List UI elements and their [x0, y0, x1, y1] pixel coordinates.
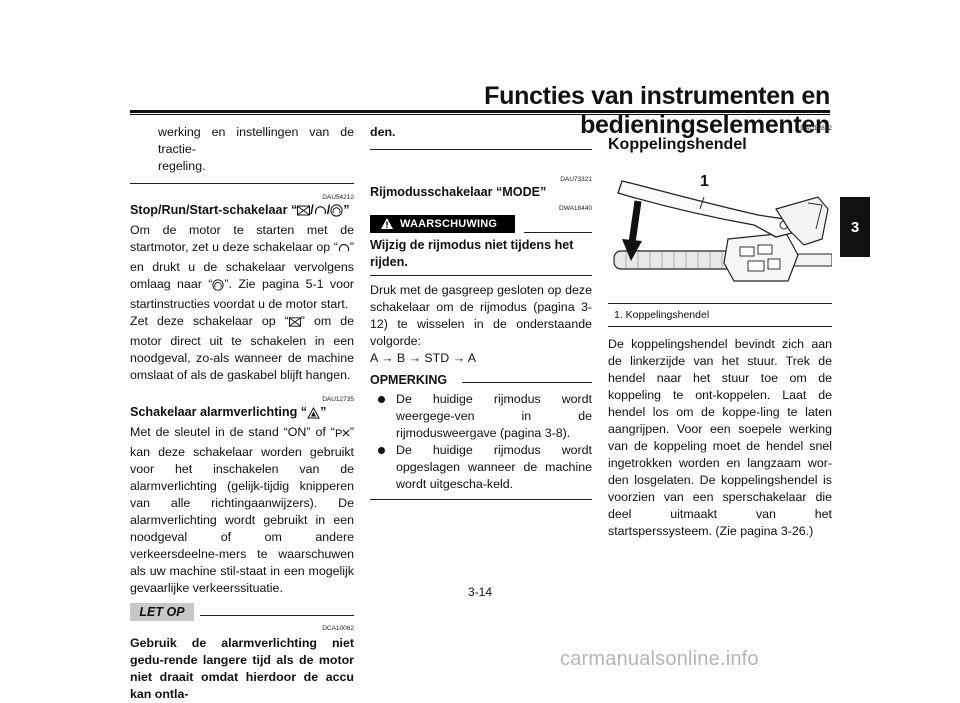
warning-triangle-icon	[380, 217, 394, 236]
notice-code: DCA10062	[322, 625, 354, 632]
warning-badge: WAARSCHUWING	[370, 215, 515, 233]
page-number: 3-14	[467, 585, 493, 599]
note-header: OPMERKING	[370, 369, 592, 391]
chapter-tab[interactable]: 3	[840, 197, 870, 257]
list-item: De huidige rijmodus wordt opgeslagen wan…	[370, 442, 592, 493]
section-heading-stop-run-start: Stop/Run/Start-schakelaar “//”	[130, 202, 354, 222]
svg-text:P: P	[335, 428, 342, 439]
warning-code: DWA18440	[559, 205, 592, 212]
header-rule	[130, 110, 830, 113]
figure-callout: 1	[700, 173, 709, 190]
note-label: OPMERKING	[370, 373, 448, 387]
warning-label: WAARSCHUWING	[400, 218, 498, 230]
section-divider	[130, 183, 354, 184]
parking-key-icon: P	[335, 427, 350, 444]
bullet-icon	[378, 447, 385, 454]
heading-text-end: ”	[320, 405, 327, 419]
mode-sequence: A → B → STD → A	[370, 351, 477, 365]
engine-stop-icon	[288, 316, 301, 333]
note-list: De huidige rijmodus wordt weergege-ven i…	[370, 391, 592, 493]
heading-text-end: ”	[343, 203, 350, 217]
section-heading-hazard: Schakelaar alarmverlichting “ ”	[130, 404, 354, 424]
section-code: DAU12822	[800, 125, 832, 132]
text-run: Zet deze schakelaar op “	[130, 314, 289, 328]
warning-rule	[524, 232, 592, 233]
warning-text: Wijzig de rijmodus niet tijdens het rijd…	[370, 238, 574, 269]
stop-paragraph-1: Om de motor te starten met de startmotor…	[130, 222, 354, 313]
section-divider	[370, 149, 592, 150]
warning-header: WAARSCHUWING	[370, 213, 592, 235]
section-code: DAU12735	[322, 396, 354, 403]
clutch-lever-figure: 1	[608, 159, 833, 287]
note-divider	[370, 499, 592, 500]
engine-stop-icon	[297, 204, 311, 222]
section-code: DAU73321	[560, 176, 592, 183]
section-code: DAU54212	[322, 194, 354, 201]
text-run: ”. Zie pagina 5-1 voor startinstructies …	[130, 277, 354, 311]
mode-paragraph: Druk met de gasgreep gesloten op deze sc…	[370, 283, 592, 348]
hazard-paragraph: Met de sleutel in de stand “ON” of “P” k…	[130, 424, 354, 597]
notice-text-continued: den.	[370, 125, 396, 139]
bullet-icon	[378, 396, 385, 403]
text-run: ” kan deze schakelaar worden gebruikt vo…	[130, 425, 354, 595]
hazard-warning-icon	[307, 406, 320, 424]
section-heading-clutch: Koppelingshendel	[608, 136, 747, 153]
text-run: Met de sleutel in de stand “ON” of “	[130, 425, 335, 439]
engine-run-icon	[314, 204, 327, 222]
list-item-text: De huidige rijmodus wordt weergege-ven i…	[396, 392, 592, 440]
warning-divider	[370, 275, 592, 276]
column-left: werking en instellingen van de tractie- …	[130, 124, 354, 703]
notice-header: LET OP DCA10062	[130, 601, 354, 632]
list-item: De huidige rijmodus wordt weergege-ven i…	[370, 391, 592, 442]
heading-text: Schakelaar alarmverlichting “	[130, 405, 308, 419]
column-middle: den. DAU73321 Rijmodusschakelaar “MODE” …	[370, 124, 592, 500]
engine-run-icon	[338, 242, 350, 259]
notice-badge: LET OP	[130, 603, 194, 621]
heading-text: Stop/Run/Start-schakelaar “	[130, 203, 298, 217]
section-heading-mode: Rijmodusschakelaar “MODE”	[370, 185, 547, 199]
notice-text: Gebruik de alarmverlichting niet gedu-re…	[130, 636, 354, 701]
clutch-paragraph: De koppelingshendel bevindt zich aan de …	[608, 337, 832, 538]
text-run: ” en drukt u de schakelaar vervolgens om…	[130, 240, 354, 291]
watermark: carmanualsonline.info	[560, 648, 759, 670]
header-rule-thin	[130, 114, 830, 115]
text-run: ” om de motor direct uit te schakelen in…	[130, 314, 354, 382]
list-item-text: De huidige rijmodus wordt opgeslagen wan…	[396, 443, 592, 491]
column-right: DAU12822 Koppelingshendel 1	[608, 124, 833, 540]
stop-paragraph-2: Zet deze schakelaar op “” om de motor di…	[130, 313, 354, 384]
caption-divider	[608, 326, 832, 327]
page-title: Functies van instrumenten en bedieningse…	[484, 82, 830, 139]
figure-divider	[608, 303, 832, 304]
engine-start-icon	[330, 204, 343, 222]
notice-rule	[200, 615, 354, 616]
engine-start-icon	[212, 279, 225, 296]
text-run: Om de motor te starten met de startmotor…	[130, 223, 354, 254]
note-rule	[462, 382, 592, 383]
clutch-lever-illustration	[613, 180, 833, 282]
intro-text: werking en instellingen van de tractie- …	[158, 125, 354, 173]
figure-caption: 1. Koppelingshendel	[614, 309, 710, 321]
